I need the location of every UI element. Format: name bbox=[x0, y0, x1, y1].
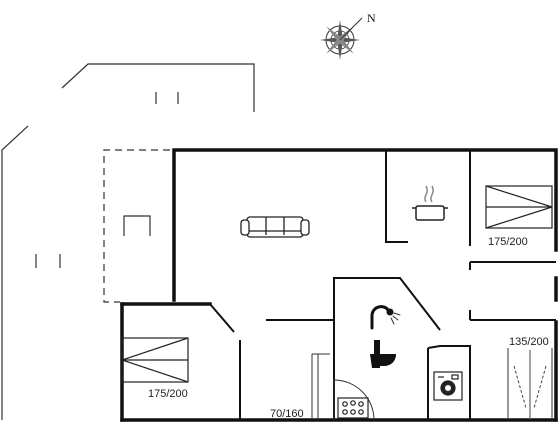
terrace-outline bbox=[1, 63, 255, 420]
washing-machine-icon bbox=[433, 371, 463, 401]
toilet-icon bbox=[370, 340, 396, 368]
cooking-pot-icon bbox=[412, 185, 448, 221]
compass-north-label: N bbox=[367, 11, 376, 25]
porch-step bbox=[123, 215, 151, 236]
shower-icon bbox=[370, 305, 401, 330]
bed-size-label: 135/200 bbox=[509, 336, 549, 348]
covered-porch-outline bbox=[103, 149, 170, 303]
bunk-bed-icon bbox=[513, 350, 547, 420]
bed-size-label: 70/160 bbox=[270, 408, 304, 420]
double-bed-icon bbox=[121, 337, 189, 383]
outer-walls bbox=[120, 148, 558, 422]
double-bed-icon bbox=[485, 185, 553, 229]
bed-size-label: 175/200 bbox=[488, 236, 528, 248]
interior-walls bbox=[209, 150, 556, 420]
hot-tub-icon bbox=[337, 397, 369, 419]
bed-size-label: 175/200 bbox=[148, 388, 188, 400]
door-swings bbox=[311, 348, 553, 421]
compass-rose-icon bbox=[320, 17, 363, 60]
sofa-icon bbox=[240, 216, 310, 238]
